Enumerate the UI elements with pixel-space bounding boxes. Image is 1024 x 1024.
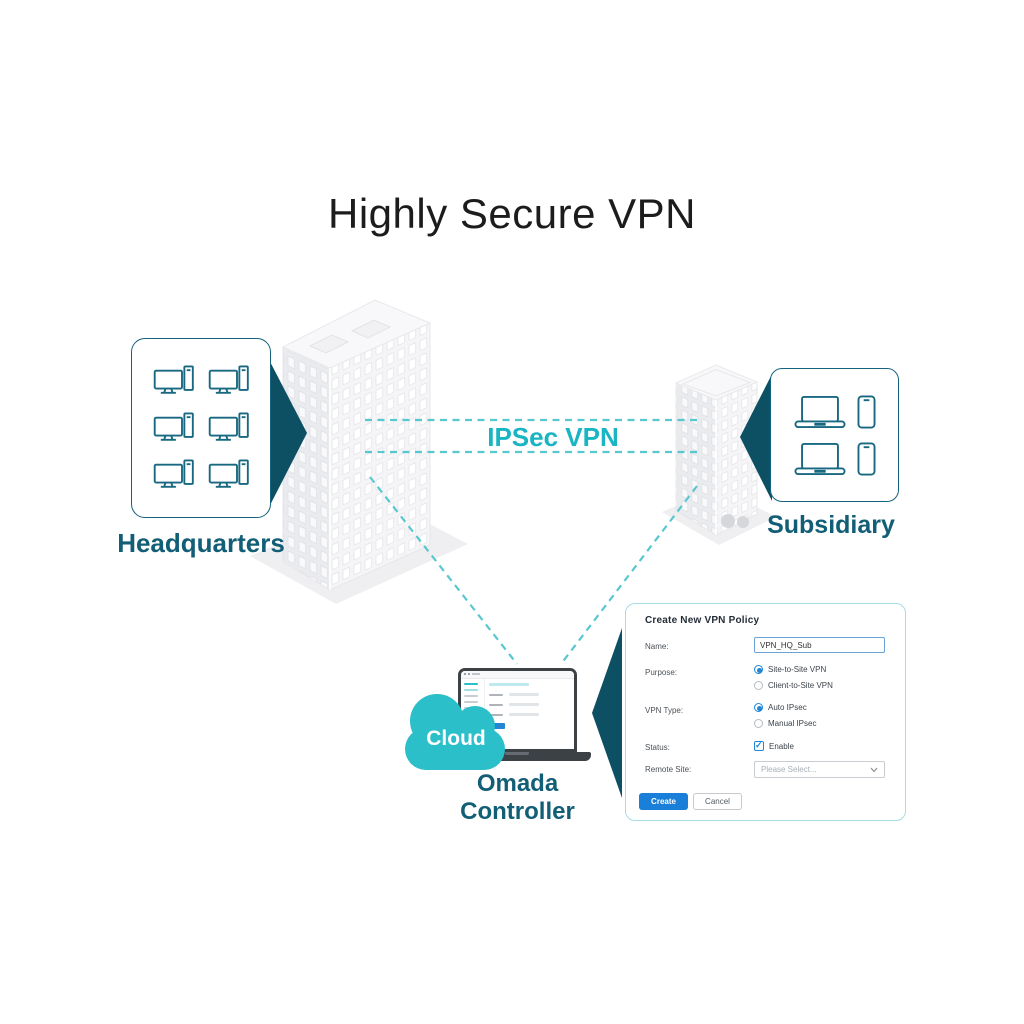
smartphone-icon	[857, 394, 876, 429]
vpn-type-option-auto-ipsec[interactable]: Auto IPsec	[754, 703, 807, 712]
subsidiary-arrow-icon	[740, 374, 772, 501]
cloud-icon: Cloud	[403, 694, 509, 772]
omada-controller-label: Omada Controller	[460, 770, 575, 825]
laptop-screen-titlebar	[461, 671, 574, 679]
laptop-screen-content	[489, 683, 539, 729]
remote-site-select[interactable]: Please Select...	[754, 761, 885, 778]
subsidiary-node	[770, 368, 899, 502]
vpn-type-option-manual-ipsec[interactable]: Manual IPsec	[754, 719, 816, 728]
hq-arrow-icon	[265, 352, 307, 515]
create-vpn-policy-dialog: Create New VPN Policy Name: Purpose: Sit…	[625, 603, 906, 821]
vpn-type-label: VPN Type:	[645, 706, 684, 715]
purpose-label: Purpose:	[645, 668, 678, 677]
ipsec-vpn-label: IPSec VPN	[487, 422, 619, 452]
desktop-computer-icon	[208, 459, 249, 488]
hq-to-controller-line	[369, 476, 518, 665]
cloud-label: Cloud	[426, 727, 486, 750]
laptop-icon	[794, 442, 846, 475]
remote-site-label: Remote Site:	[645, 765, 692, 774]
radio-selected-icon[interactable]	[754, 703, 763, 712]
radio-unselected-icon[interactable]	[754, 681, 763, 690]
building-icon-small	[674, 364, 759, 536]
page-title: Highly Secure VPN	[328, 190, 696, 237]
building-base-slabs	[250, 487, 776, 604]
name-input[interactable]	[754, 637, 885, 653]
laptop-base	[443, 752, 591, 761]
checkbox-checked-icon[interactable]: ✓	[754, 740, 764, 751]
chevron-down-icon	[870, 767, 878, 772]
create-button[interactable]: Create	[639, 793, 688, 810]
bush-icon	[721, 514, 735, 528]
desktop-computer-icon	[208, 365, 249, 394]
dialog-title: Create New VPN Policy	[645, 615, 760, 626]
status-enable-option[interactable]: ✓ Enable	[754, 740, 794, 751]
name-label: Name:	[645, 642, 669, 651]
headquarters-node	[131, 338, 271, 518]
smartphone-icon	[857, 441, 876, 476]
desktop-computer-icon	[153, 412, 194, 441]
laptop-screen-button	[489, 723, 505, 729]
desktop-computer-icon	[208, 412, 249, 441]
desktop-computer-icon	[153, 365, 194, 394]
laptop-icon	[794, 395, 846, 428]
radio-unselected-icon[interactable]	[754, 719, 763, 728]
cancel-button[interactable]: Cancel	[693, 793, 742, 810]
desktop-computer-icon	[153, 459, 194, 488]
radio-selected-icon[interactable]	[754, 665, 763, 674]
status-label: Status:	[645, 743, 670, 752]
subsidiary-label: Subsidiary	[767, 511, 895, 539]
purpose-option-client-to-site[interactable]: Client-to-Site VPN	[754, 681, 833, 690]
purpose-option-site-to-site[interactable]: Site-to-Site VPN	[754, 665, 826, 674]
headquarters-label: Headquarters	[117, 528, 285, 558]
